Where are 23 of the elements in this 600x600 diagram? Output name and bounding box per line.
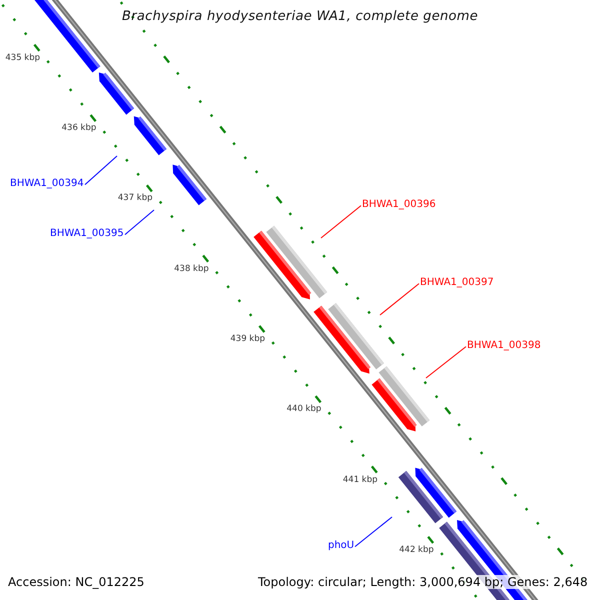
- footer-text: Topology: circular; Length: 3,000,694 bp; Genes: 2,648: [258, 575, 588, 589]
- leader-line: [320, 205, 362, 238]
- tick-label: 437 kbp: [118, 193, 153, 204]
- leader-line: [380, 283, 420, 316]
- leader-line: [84, 156, 118, 186]
- gene-label: BHWA1_00394: [10, 178, 84, 189]
- tick-label: 436 kbp: [62, 123, 96, 134]
- title: Brachyspira hyodysenteriae WA1, complete genome: [122, 9, 478, 24]
- leader-line: [354, 516, 392, 548]
- tick-label: 440 kbp: [286, 404, 322, 414]
- gene-label: BHWA1_00395: [50, 228, 124, 239]
- leader-line: [124, 210, 154, 236]
- tick-label: 435 kbp: [5, 52, 40, 63]
- tick-label: 439 kbp: [230, 334, 266, 344]
- leader-line: [426, 346, 466, 378]
- footer-text: Accession: NC_012225: [8, 575, 144, 589]
- tick-label: 441 kbp: [342, 474, 378, 485]
- gene-label: phoU: [328, 540, 354, 551]
- gene-label: BHWA1_00397: [420, 277, 494, 288]
- tick-label: 438 kbp: [174, 264, 209, 274]
- gene-label: BHWA1_00396: [362, 199, 436, 210]
- tick-label: 442 kbp: [399, 544, 434, 555]
- gene-label: BHWA1_00398: [467, 340, 541, 351]
